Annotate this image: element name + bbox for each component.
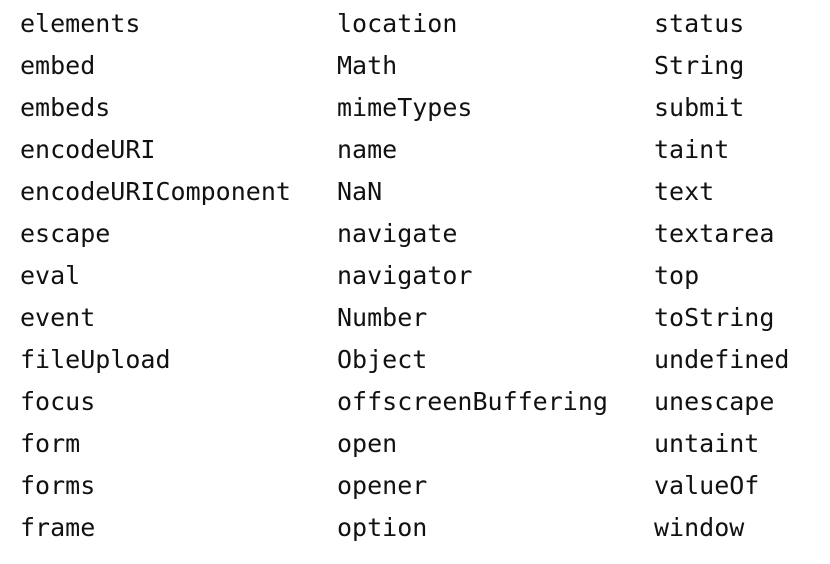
word-column-2: location Math mimeTypes name NaN navigat… <box>337 3 654 549</box>
list-item: location <box>337 9 458 38</box>
list-item: fileUpload <box>20 345 171 374</box>
list-item: elements <box>20 9 141 38</box>
list-item: Number <box>337 303 428 332</box>
list-item: forms <box>20 471 96 500</box>
list-item: valueOf <box>654 471 760 500</box>
list-item: embeds <box>20 93 111 122</box>
list-item: status <box>654 9 745 38</box>
list-item: encodeURI <box>20 135 156 164</box>
list-item: text <box>654 177 715 206</box>
list-item: option <box>337 513 428 542</box>
list-item: embed <box>20 51 96 80</box>
list-item: opener <box>337 471 428 500</box>
list-item: focus <box>20 387 96 416</box>
list-item: form <box>20 429 81 458</box>
keyword-list: elements embed embeds encodeURI encodeUR… <box>20 3 820 549</box>
list-item: taint <box>654 135 730 164</box>
list-item: NaN <box>337 177 383 206</box>
list-item: submit <box>654 93 745 122</box>
list-item: mimeTypes <box>337 93 473 122</box>
list-item: unescape <box>654 387 775 416</box>
list-item: window <box>654 513 745 542</box>
word-column-3: status String submit taint text textarea… <box>654 3 820 549</box>
list-item: eval <box>20 261 81 290</box>
list-item: frame <box>20 513 96 542</box>
word-column-1: elements embed embeds encodeURI encodeUR… <box>20 3 337 549</box>
list-item: escape <box>20 219 111 248</box>
list-item: toString <box>654 303 775 332</box>
list-item: event <box>20 303 96 332</box>
list-item: String <box>654 51 745 80</box>
list-item: name <box>337 135 398 164</box>
list-item: offscreenBuffering <box>337 387 608 416</box>
list-item: top <box>654 261 700 290</box>
list-item: open <box>337 429 398 458</box>
list-item: Math <box>337 51 398 80</box>
list-item: encodeURIComponent <box>20 177 291 206</box>
list-item: Object <box>337 345 428 374</box>
list-item: undefined <box>654 345 790 374</box>
list-item: navigator <box>337 261 473 290</box>
list-item: textarea <box>654 219 775 248</box>
list-item: navigate <box>337 219 458 248</box>
list-item: untaint <box>654 429 760 458</box>
